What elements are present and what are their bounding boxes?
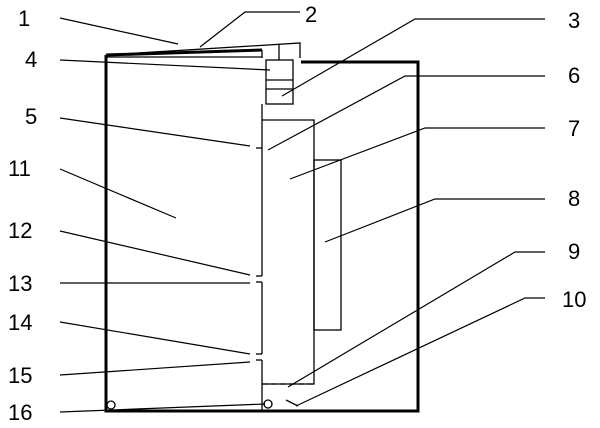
label-8: 8 bbox=[568, 186, 580, 211]
label-1: 1 bbox=[18, 6, 30, 31]
side-plate bbox=[313, 159, 342, 331]
label-11: 11 bbox=[8, 156, 31, 181]
leader-lines bbox=[59, 11, 545, 413]
label-7: 7 bbox=[568, 116, 580, 141]
label-9: 9 bbox=[568, 239, 580, 264]
label-15: 15 bbox=[8, 363, 32, 388]
label-10: 10 bbox=[562, 287, 586, 312]
label-2: 2 bbox=[305, 2, 317, 27]
latch-block bbox=[265, 59, 294, 105]
roller-right bbox=[263, 399, 273, 409]
roller-left bbox=[106, 400, 116, 410]
label-4: 4 bbox=[25, 47, 37, 72]
inner-panel bbox=[262, 119, 315, 385]
label-3: 3 bbox=[568, 8, 580, 33]
label-12: 12 bbox=[8, 218, 32, 243]
label-13: 13 bbox=[8, 271, 32, 296]
callout-labels: 1 2 3 4 5 6 7 8 9 10 11 12 13 14 15 16 bbox=[8, 2, 586, 425]
container-outline bbox=[104, 48, 420, 413]
label-14: 14 bbox=[8, 310, 32, 335]
label-6: 6 bbox=[568, 63, 580, 88]
label-5: 5 bbox=[25, 104, 37, 129]
latch-bottom bbox=[285, 399, 299, 407]
label-16: 16 bbox=[8, 400, 32, 425]
